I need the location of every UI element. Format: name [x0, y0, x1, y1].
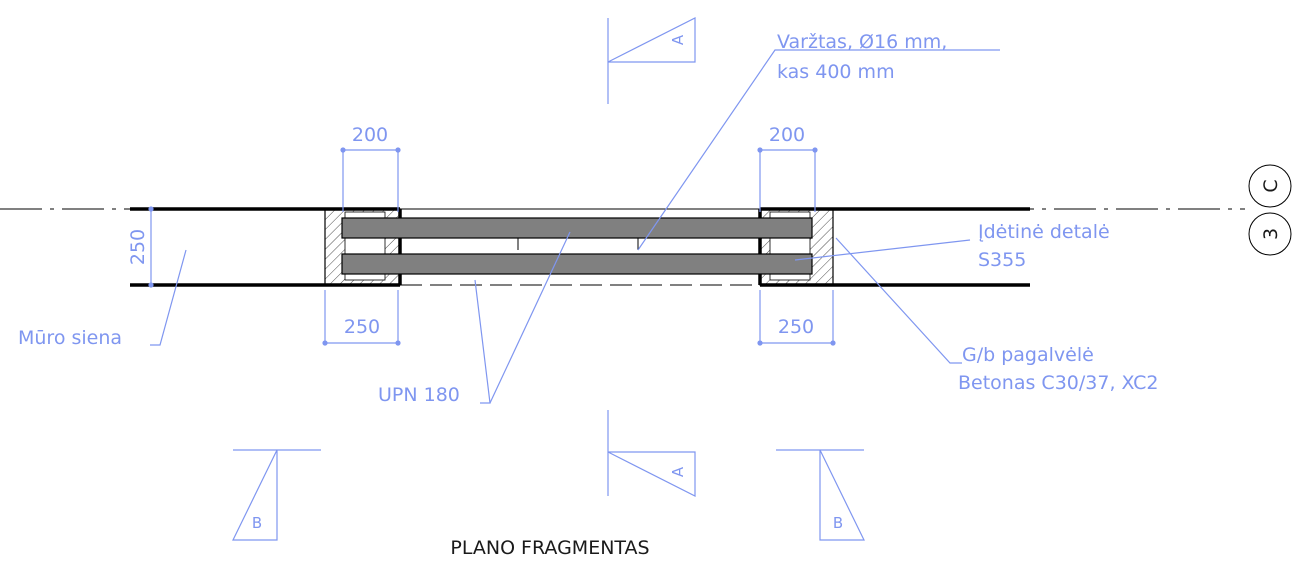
dim-top-right: 200: [769, 124, 805, 146]
dim-bottom-right: 250: [778, 316, 814, 338]
bolt-label-line1: Varžtas, Ø16 mm,: [777, 31, 947, 53]
dim-top-left: 200: [352, 124, 388, 146]
upn-channel-bottom: [341, 253, 813, 275]
masonry-wall: [130, 207, 1030, 287]
dimension-lines: [148, 147, 836, 346]
leader-lines: [150, 49, 1000, 404]
grid-bubble-number: [1248, 212, 1292, 256]
pad-label-line2: Betonas C30/37, XC2: [958, 372, 1159, 394]
grid-bubble-letter: [1248, 164, 1292, 208]
embed-label-line1: Įdėtinė detalė: [978, 221, 1110, 243]
section-a-top-letter: A: [669, 34, 687, 45]
grid-number: 3: [1260, 228, 1282, 240]
dim-wall-thickness: 250: [127, 229, 149, 265]
wall-label: Mūro siena: [18, 327, 122, 349]
dim-bottom-left: 250: [344, 316, 380, 338]
grid-letter: C: [1260, 179, 1282, 192]
section-mark-b-left: [232, 449, 321, 541]
embed-label-line2: S355: [978, 249, 1026, 271]
section-mark-b-right: [776, 449, 865, 541]
section-mark-a-top: [607, 17, 696, 104]
upn-channel-top: [341, 217, 813, 239]
channel-label: UPN 180: [378, 384, 460, 406]
pad-label-line1: G/b pagalvėlė: [962, 344, 1094, 366]
drawing-title: PLANO FRAGMENTAS: [450, 537, 649, 559]
section-b-left-letter: B: [252, 514, 262, 532]
section-b-right-letter: B: [833, 514, 843, 532]
section-a-bottom-letter: A: [669, 466, 687, 477]
bolt-label-line2: kas 400 mm: [777, 61, 895, 83]
section-mark-a-bottom: [607, 410, 696, 497]
